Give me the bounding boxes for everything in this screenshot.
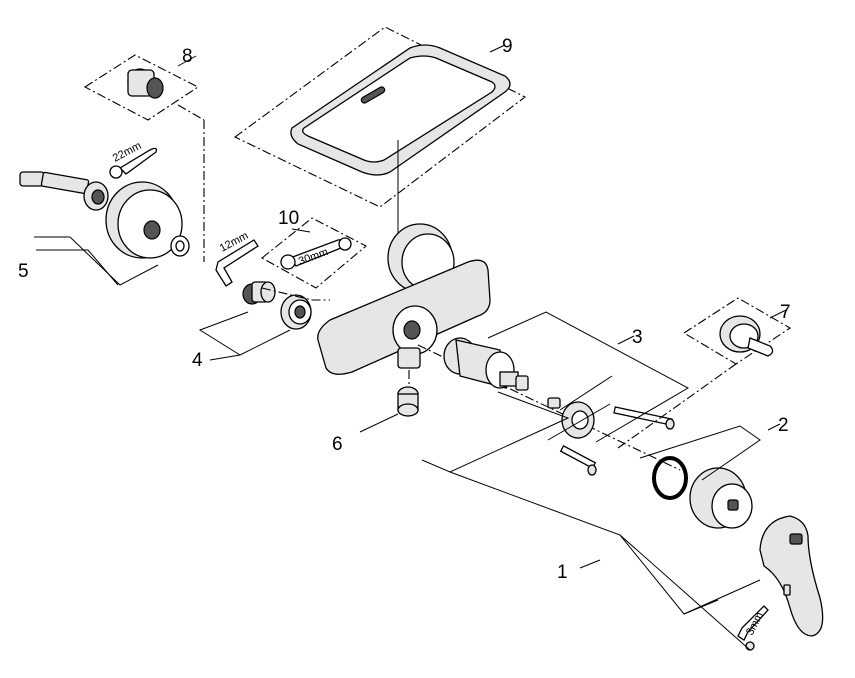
callout-10: 10 <box>278 208 299 229</box>
part-5-group: 22mm 5 <box>18 140 190 286</box>
callout-1: 1 <box>557 562 568 583</box>
callout-6: 6 <box>332 434 343 455</box>
hex-key-3mm-icon: 3mm <box>737 605 769 641</box>
part-6-flow-restrictor <box>397 386 419 417</box>
callout-8: 8 <box>182 46 193 67</box>
wrench-22mm-icon: 22mm <box>109 140 158 179</box>
part-9-group: 9 <box>233 26 527 245</box>
part-8-group: 8 <box>83 46 205 262</box>
hex-key-3mm-label: 3mm <box>744 610 766 637</box>
part-9-dashed-box <box>233 26 527 208</box>
callout-2: 2 <box>778 415 789 436</box>
callout-4: 4 <box>192 350 203 371</box>
part-5-union-fitting <box>19 171 109 211</box>
part-4-group: 12mm 4 <box>192 230 330 371</box>
callout-7: 7 <box>780 302 791 323</box>
mixer-body <box>317 223 491 375</box>
wrench-30mm-icon <box>280 237 352 270</box>
part-10-dashed-box <box>261 217 367 289</box>
lever-handle <box>759 515 824 637</box>
part-4-connector <box>242 281 276 305</box>
part-8-adapter <box>127 68 164 99</box>
part-3-cartridge <box>443 337 529 391</box>
part-10-group: 30mm 10 <box>261 208 367 289</box>
part-5-seal-ring <box>170 235 190 257</box>
part-7-group: 7 <box>617 297 792 449</box>
part-3-screw-lower <box>559 445 597 476</box>
part-3-small-nut <box>547 397 561 409</box>
part-2-o-ring <box>652 456 688 500</box>
part-4-nut <box>280 294 312 330</box>
part-6-group: 6 <box>332 370 419 455</box>
part-2-group: 2 <box>639 415 789 529</box>
part-8-dashed-box <box>83 54 200 121</box>
part-3-screw-upper <box>613 406 675 430</box>
handle-set-screw <box>783 584 791 596</box>
part-1-group: 1 <box>421 391 761 651</box>
part-3-flange <box>561 401 595 439</box>
callout-3: 3 <box>632 327 643 348</box>
hex-key-12mm-icon: 12mm <box>215 230 259 287</box>
part-9-shelf <box>290 44 511 176</box>
part-7-temperature-cap <box>719 315 774 357</box>
part-5-rosette <box>105 181 183 259</box>
part-3-group: 3 <box>417 311 690 476</box>
part-7-dashed-box <box>682 297 792 365</box>
callout-9: 9 <box>502 36 513 57</box>
callout-5: 5 <box>18 261 29 282</box>
part-2-sleeve <box>689 467 753 529</box>
handle-cap-screw <box>745 641 755 651</box>
